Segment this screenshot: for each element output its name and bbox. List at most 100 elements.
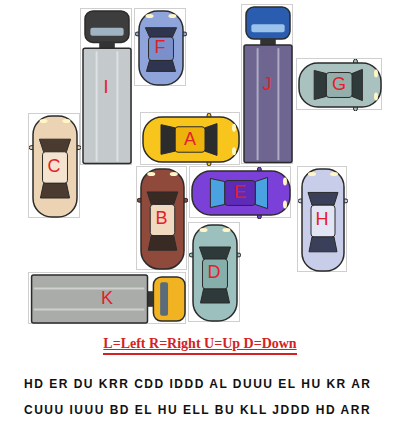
hitch [260,39,276,45]
car-roof [203,259,228,289]
vehicle-letter: F [155,38,166,56]
cargo-box [83,48,131,163]
rear-window [40,183,69,198]
headlight [62,119,70,123]
vehicle-letter: I [103,78,108,96]
vehicle-shape [137,169,188,269]
car-body [299,63,381,107]
headlight [283,200,287,208]
vehicle-letter: H [316,210,329,228]
car-roof [311,205,335,237]
rear-window [161,125,175,155]
vehicle: C [28,113,80,218]
rear-window [210,178,224,207]
cargo-rib [116,51,118,161]
windshield [145,28,176,37]
vehicle: E [189,166,291,218]
windshield [352,69,362,100]
vehicle-shape [189,225,241,321]
headlight [374,70,378,78]
vehicle-shape [299,59,381,111]
windshield [251,24,284,32]
cargo-rib [34,288,145,290]
car-roof [175,127,205,152]
headlight [308,172,316,176]
vehicle-letter: D [208,263,221,281]
car-roof [149,37,174,60]
vehicle: J [241,4,293,164]
car-roof [225,181,256,206]
vehicle-letter: C [48,157,61,175]
vehicle: B [136,166,187,270]
vehicle-letter: B [155,209,167,227]
rear-window [314,70,326,99]
cargo-rib [257,48,259,160]
vehicle-shape [298,169,348,271]
vehicle-letter: A [184,130,196,148]
truck-cab [153,277,185,321]
headlight [222,228,230,232]
car-body [302,169,344,271]
vehicle: D [188,222,240,322]
headlight [232,147,236,155]
car-body [193,225,237,321]
car-body [141,169,184,269]
move-sequence: CUUU IUUU BD EL HU ELL BU KLL JDDD HD AR… [24,403,371,417]
rear-window [309,237,337,252]
cargo-box [244,45,292,162]
headlight [170,172,178,176]
rear-window [200,289,229,303]
vehicle-shape [83,11,131,163]
windshield [205,124,217,156]
windshield [160,282,168,315]
headlight [147,172,155,176]
rear-window [148,236,177,251]
vehicle-letter: G [332,75,346,93]
vehicle: G [296,58,382,110]
truck-cab [246,7,290,39]
windshield [147,192,178,204]
car-roof [150,204,174,235]
car-body [143,117,239,162]
vehicle-shape [192,167,290,219]
vehicle-shape [244,7,292,162]
car-body [192,171,290,215]
vehicle: K [28,272,186,324]
hitch [99,42,115,48]
vehicle-shape [29,116,81,217]
headlight [330,172,338,176]
label-holder: CUUU IUUU BD EL HU ELL BU KLL JDDD HD AR… [24,400,396,418]
vehicle: A [140,112,240,165]
cargo-rib [34,308,145,310]
car-body [139,11,183,85]
car-roof [326,73,352,98]
windshield [308,192,338,205]
windshield [39,139,70,152]
vehicle: H [297,166,347,272]
move-sequence: HD ER DU KRR CDD IDDD AL DUUU EL HU KR A… [24,377,372,391]
vehicle-shape [32,275,185,323]
label-holder: HD ER DU KRR CDD IDDD AL DUUU EL HU KR A… [24,374,396,392]
cargo-rib [96,51,98,161]
cargo-rib [277,48,279,160]
hitch [148,291,154,307]
vehicle-letter: J [263,75,272,93]
headlight [374,92,378,100]
vehicle: F [134,8,186,86]
headlight [40,119,48,123]
headlight [200,228,208,232]
vehicle-letter: E [234,183,246,201]
vehicle-shape [143,113,239,166]
truck-cab [85,11,129,42]
vehicle: I [80,8,132,165]
windshield [90,28,123,36]
direction-key: L=Left R=Right U=Up D=Down [103,336,296,355]
rear-window [146,60,175,71]
headlight [232,124,236,132]
headlight [283,178,287,186]
vehicle-shape [135,11,187,85]
headlight [168,14,176,18]
headlight [146,14,154,18]
car-body [33,116,77,217]
